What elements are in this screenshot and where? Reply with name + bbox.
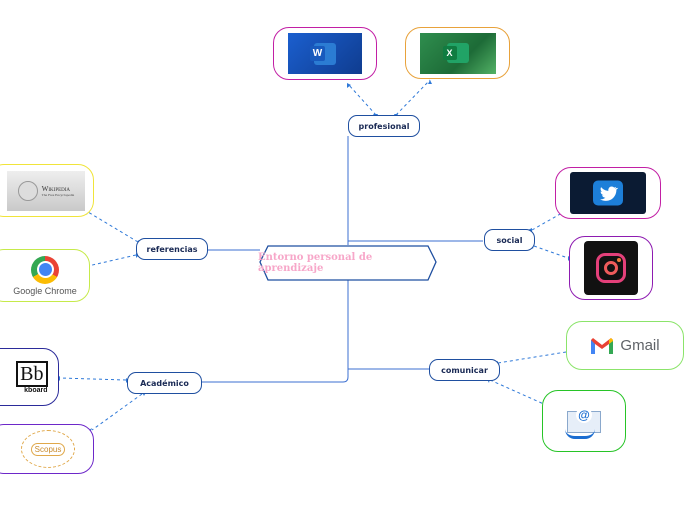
scopus-logo-icon: Scopus	[21, 430, 75, 468]
twitter-image-card[interactable]	[555, 167, 661, 219]
chrome-image-card[interactable]: Google Chrome	[0, 249, 90, 302]
instagram-image-card[interactable]	[569, 236, 653, 300]
wikipedia-image-card[interactable]: Wikipedia The Free Encyclopedia	[0, 164, 94, 217]
chrome-google-text: Google	[13, 285, 43, 296]
chrome-logo-icon: Google Chrome	[13, 255, 77, 296]
blackboard-mark: Bb	[16, 360, 48, 387]
gmail-m-icon	[591, 337, 614, 354]
email-at-symbol: @	[576, 407, 592, 423]
dashed-link-blackboard	[59, 377, 127, 381]
excel-logo-icon: X	[419, 32, 496, 74]
instagram-logo-icon	[584, 241, 638, 295]
dashed-link-wikipedia	[87, 211, 139, 243]
dashed-link-twitter	[531, 212, 563, 231]
word-logo-icon: W	[288, 33, 362, 74]
email-envelope-icon: @	[565, 403, 603, 439]
blackboard-logo-icon: Bb kboard	[2, 360, 48, 394]
scopus-text: Scopus	[30, 442, 66, 456]
dashed-link-gmail	[497, 351, 567, 364]
word-letter: W	[310, 45, 325, 61]
dashed-link-scopus	[91, 393, 143, 431]
scopus-image-card[interactable]: Scopus	[0, 424, 94, 474]
node-comunicar[interactable]: comunicar	[429, 359, 500, 381]
twitter-logo-icon	[570, 172, 646, 214]
wikipedia-logo-icon: Wikipedia The Free Encyclopedia	[7, 170, 85, 211]
excel-image-card[interactable]: X	[405, 27, 510, 79]
connector-comunicar	[347, 280, 429, 370]
dashed-link-excel	[395, 79, 431, 116]
central-topic[interactable]: Entorno personal de aprendizaje	[258, 252, 373, 274]
wikipedia-tagline: The Free Encyclopedia	[41, 192, 75, 197]
node-profesional[interactable]: profesional	[348, 115, 420, 137]
connector-academico	[201, 280, 349, 383]
dashed-link-word	[347, 83, 377, 116]
excel-letter: X	[442, 46, 457, 60]
node-social[interactable]: social	[484, 229, 535, 251]
blackboard-text: kboard	[24, 386, 48, 394]
dashed-link-chrome	[87, 254, 137, 267]
central-node-shape	[259, 245, 437, 281]
node-academico[interactable]: Académico	[127, 372, 202, 394]
dashed-link-instagram	[533, 245, 569, 259]
dashed-links	[59, 79, 569, 431]
blackboard-image-card[interactable]: Bb kboard	[0, 348, 59, 406]
gmail-text: Gmail	[620, 337, 660, 354]
gmail-image-card[interactable]: Gmail	[566, 321, 684, 370]
node-referencias[interactable]: referencias	[136, 238, 208, 260]
chrome-chrome-text: Chrome	[44, 285, 77, 296]
word-image-card[interactable]: W	[273, 27, 377, 80]
dashed-link-email	[489, 379, 547, 406]
twitter-bird-icon	[593, 180, 623, 206]
wikipedia-name: Wikipedia	[41, 184, 71, 193]
email-image-card[interactable]: @	[542, 390, 626, 452]
gmail-logo-icon: Gmail	[590, 337, 660, 355]
